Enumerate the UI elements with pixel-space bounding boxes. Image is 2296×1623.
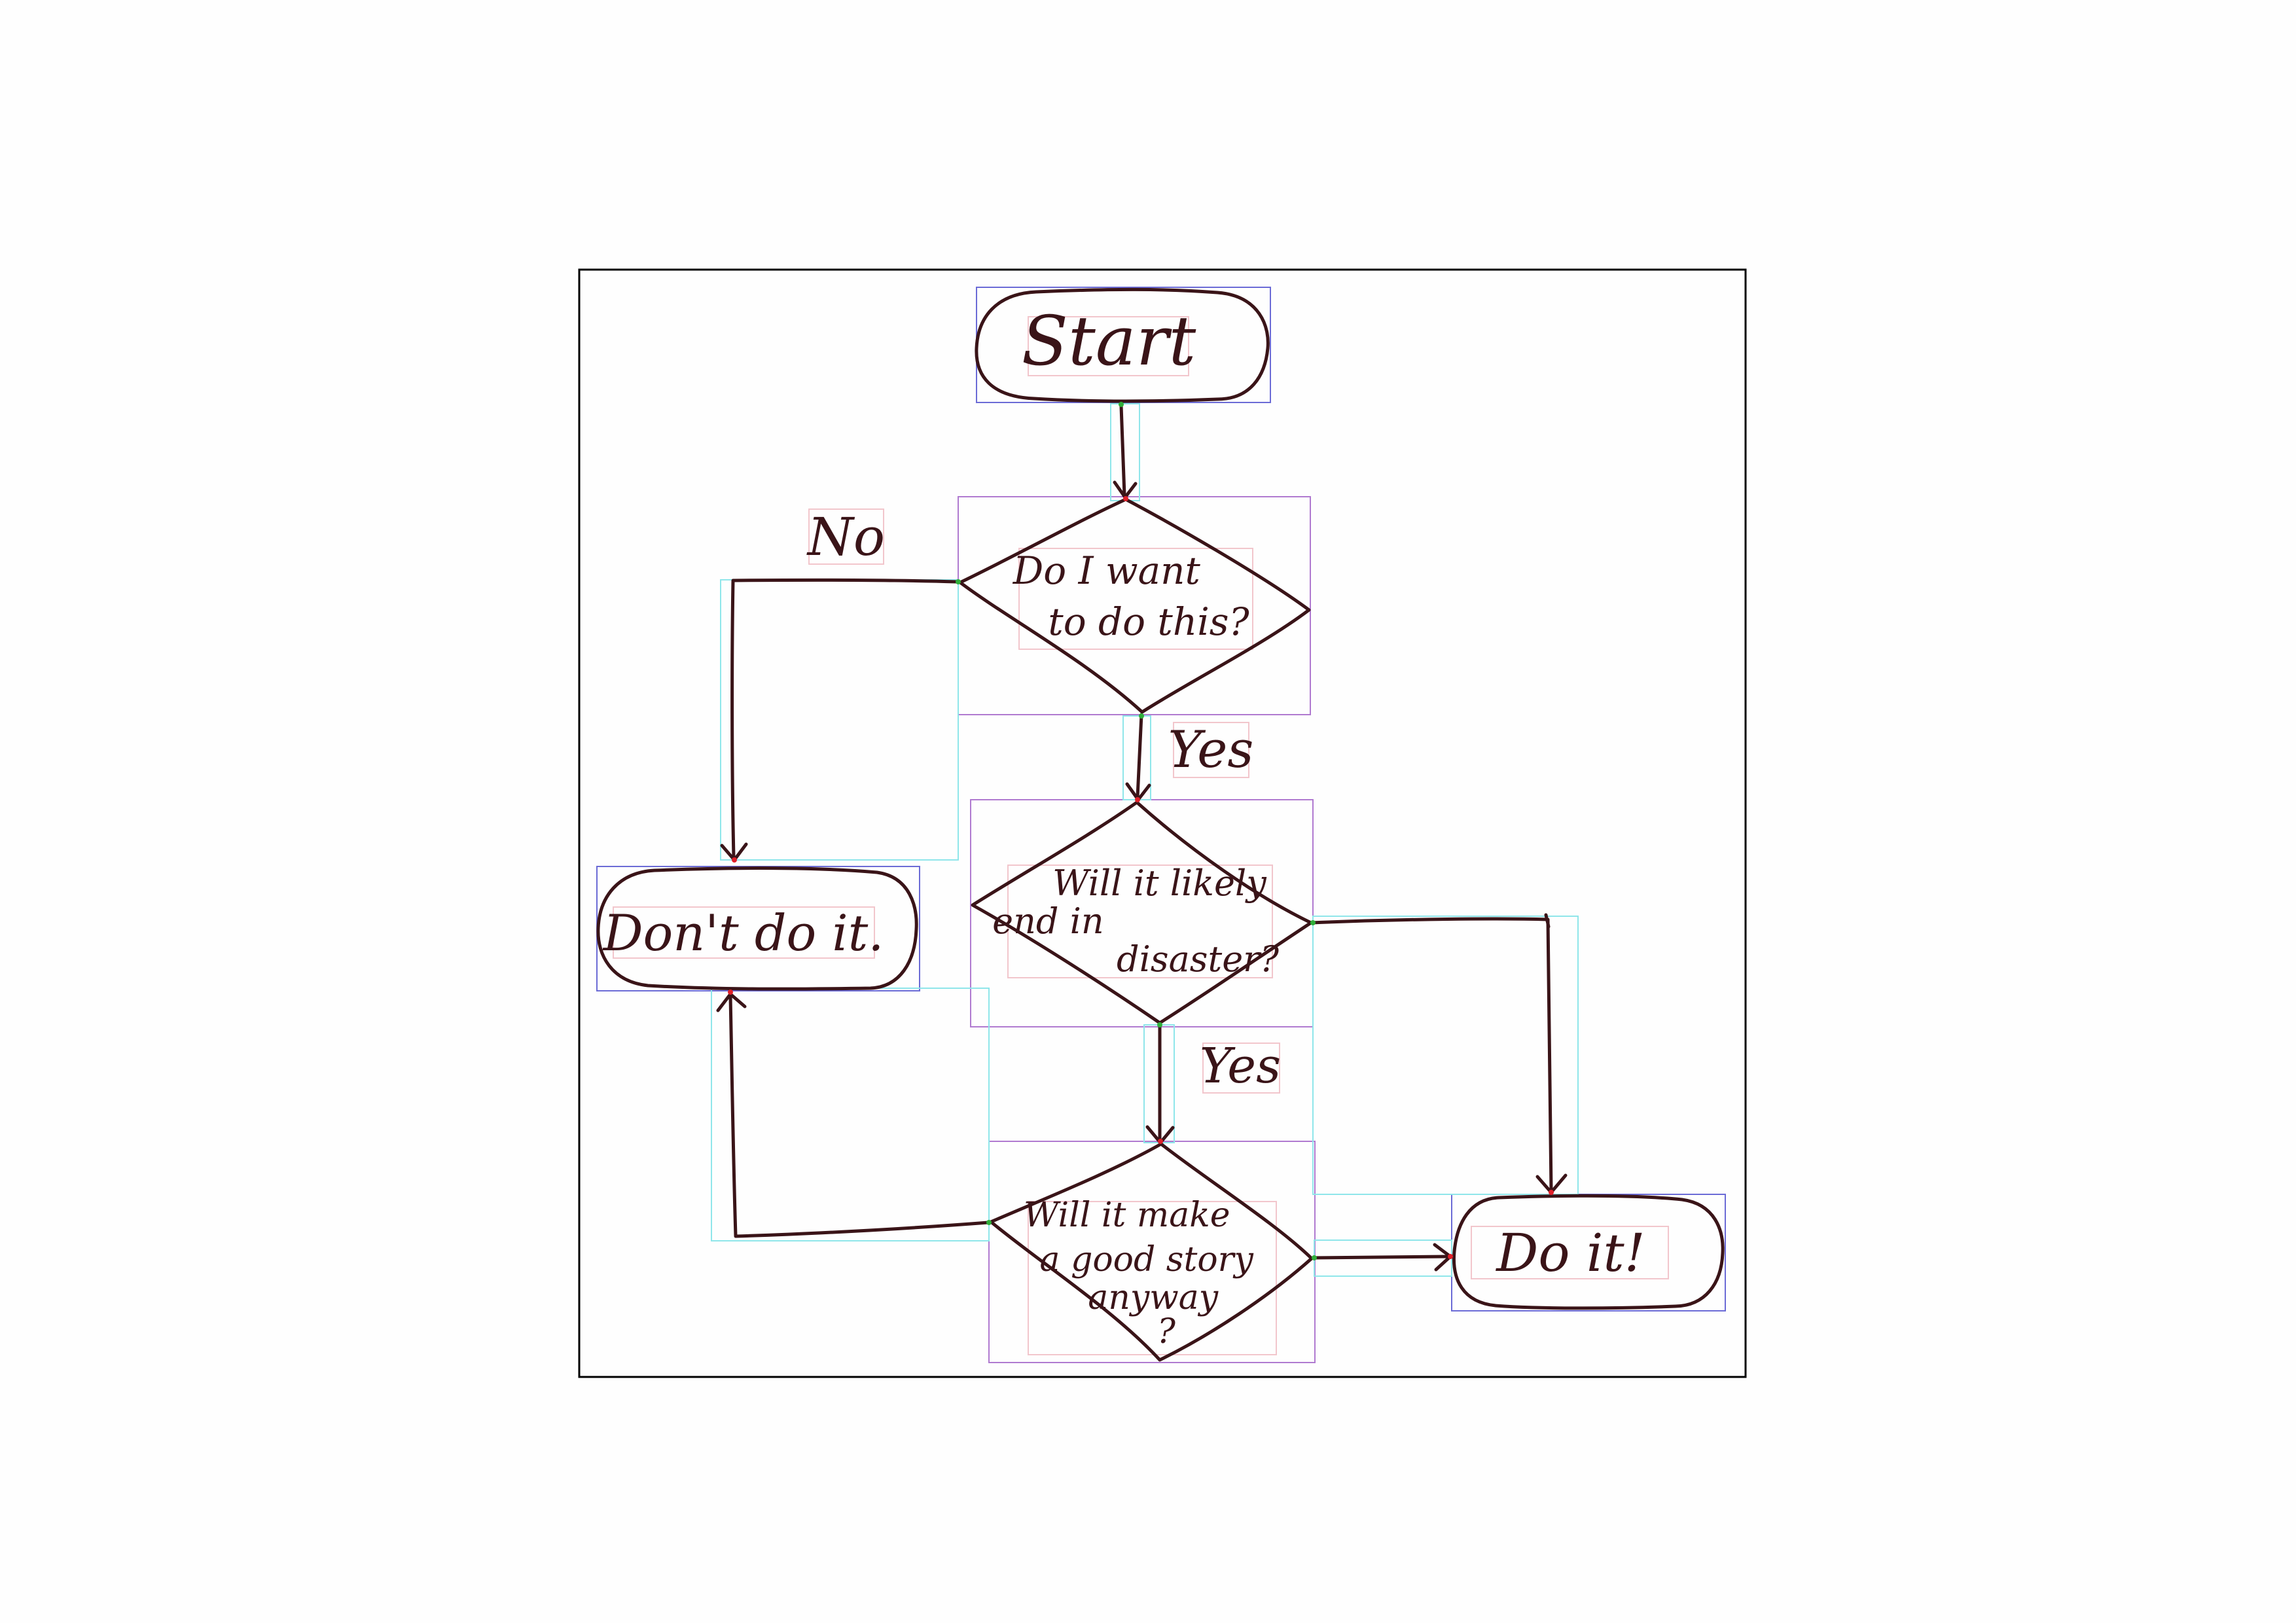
decision1-text-box [1018,548,1253,650]
anchor-point [956,579,961,584]
anchor-point [986,1220,992,1225]
yes2-label: Yes [1200,1038,1281,1094]
decision1-shape [958,497,1311,714]
yes1-label-box [1173,722,1249,778]
edge-d1-dont-box [720,579,959,861]
decision2-label-line3: disaster? [1117,938,1280,980]
start-text-box [1028,316,1189,376]
yes2-label-box [1202,1043,1280,1094]
decision3-label: Will it make a good story anyway ? [1024,1196,1265,1351]
arrow-tick-decision2-to-doit [1544,913,1551,929]
anchor-point [1123,496,1128,501]
dont-terminal-shape [596,866,918,991]
decision2-label-line1: Will it likely [1052,863,1267,904]
anchor-point [1139,713,1144,719]
anchor-point [1312,1255,1317,1260]
decision1-label-line1: Do I want [1013,548,1201,593]
decision3-text-box [1028,1201,1277,1355]
arrow-decision2-to-doit [1310,917,1553,1192]
decision3-label-line2: a good story [1040,1240,1254,1279]
dont-text-box [613,906,875,959]
yes1-label: Yes [1168,721,1254,779]
arrows [716,404,1568,1272]
start-terminal-shape [975,287,1270,403]
anchor-points [728,402,1554,1260]
doit-label: Do it! [1495,1222,1645,1283]
anchor-point [1549,1190,1554,1195]
arrow-decision1-to-dont [730,578,959,859]
decision2-label: Will it likely end in disaster? [992,863,1280,980]
anchor-point [1135,797,1140,802]
decision2-label-line2: end in [992,901,1104,942]
start-label: Start [1022,301,1196,381]
arrow-decision3-to-dont [728,995,990,1238]
dont-label: Don't do it. [602,904,884,962]
decision3-label-line1: Will it make [1024,1196,1230,1235]
arrow-decision1-to-decision2 [1136,713,1143,799]
anchor-point [1158,1139,1163,1144]
anchor-point [1119,402,1124,407]
edge-d3-dont-box [711,988,990,1241]
decision3-label-line3: anyway [1088,1278,1218,1317]
diagram-frame [578,268,1747,1378]
edge-d2-doit-box [1312,916,1579,1195]
anchor-point [732,857,737,863]
anchor-point [1157,1022,1162,1027]
arrow-start-to-decision1 [1119,404,1126,497]
labels: Start No Do I want to do this? Yes Will … [602,301,1645,1351]
decision3-label-line4: ? [1157,1312,1176,1351]
doit-text-box [1471,1226,1669,1279]
anchor-point [1310,920,1316,925]
decision1-label: Do I want to do this? [1013,548,1250,644]
doit-terminal-shape [1452,1194,1725,1310]
anchor-point [1448,1254,1453,1259]
decision2-text-box [1007,865,1273,978]
no-label: No [806,507,885,567]
arrow-decision3-to-doit [1311,1255,1451,1260]
decision1-label-line2: to do this? [1048,599,1249,644]
anchor-point [728,990,733,995]
decision3-shape [989,1142,1314,1362]
no-label-box [808,508,884,565]
